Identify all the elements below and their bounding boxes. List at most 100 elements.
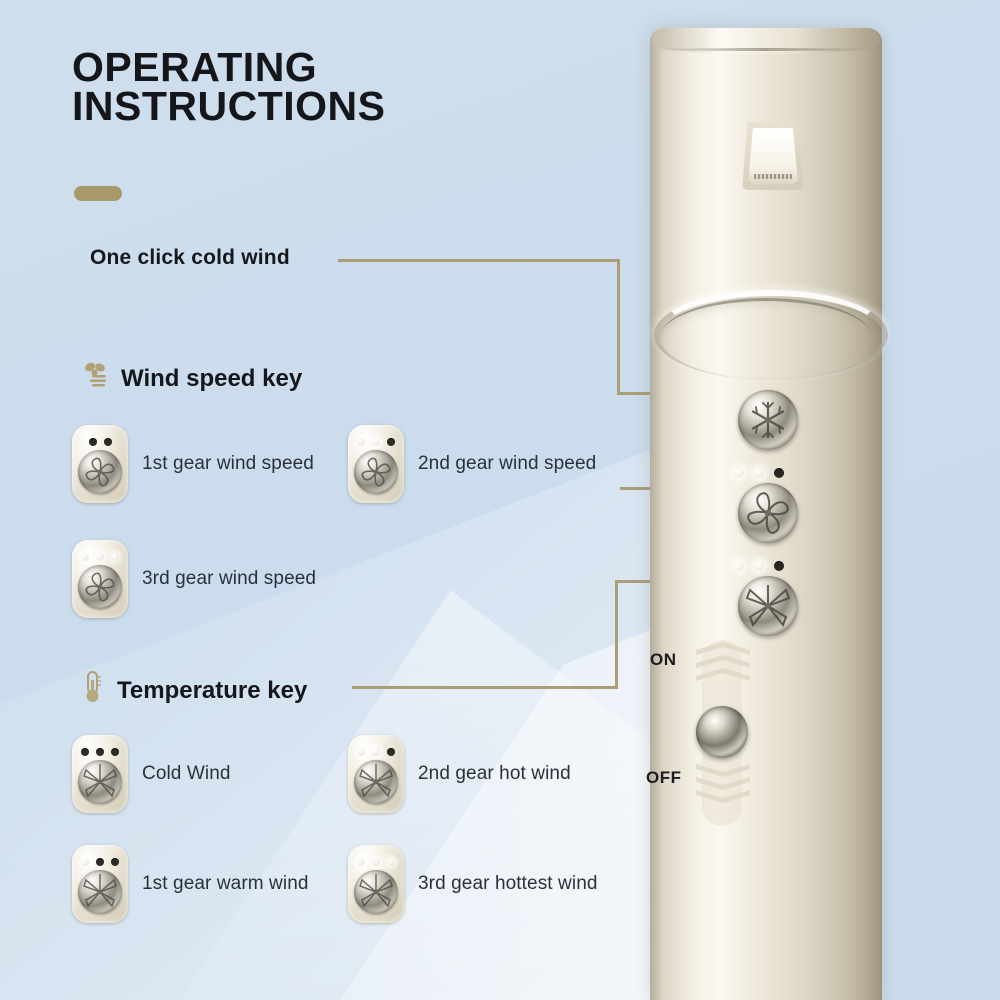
led-dot: [774, 468, 784, 478]
release-latch-grip: [754, 174, 792, 179]
led-dot: [372, 857, 380, 866]
power-on-label: ON: [650, 650, 677, 669]
button-chip: [72, 735, 128, 813]
legend-label: 2nd gear wind speed: [418, 453, 597, 474]
led-dot: [357, 857, 365, 866]
page-title-line-1: OPERATING: [72, 44, 318, 90]
button-chip: [72, 845, 128, 923]
pinwheel-icon: [78, 565, 122, 609]
fan-blade-icon: [78, 760, 122, 804]
connector-cold-vertical: [617, 259, 620, 395]
led-dot: [774, 561, 784, 571]
power-chevrons-up: [696, 642, 750, 681]
wind-speed-led-group: [734, 561, 818, 571]
section-header-wind-speed: Wind speed key: [80, 360, 302, 397]
connector-temp-horizontal-1: [352, 686, 618, 689]
led-dot: [103, 437, 112, 446]
led-dot: [96, 552, 104, 561]
led-dot: [111, 552, 119, 561]
cold-wind-led-group: [734, 468, 818, 478]
pinwheel-icon: [747, 492, 789, 534]
power-chevrons-down: [696, 764, 750, 803]
led-dot: [754, 468, 764, 478]
legend-item-3rd-gear-wind-speed: 3rd gear wind speed: [72, 540, 316, 618]
chevron-up-icon: [696, 655, 750, 668]
led-dot: [357, 747, 365, 756]
title-accent-bar: [74, 186, 122, 201]
chrome-ring-inner: [660, 298, 872, 377]
page-title-line-2: INSTRUCTIONS: [72, 82, 386, 129]
chevron-up-icon: [696, 668, 750, 681]
connector-temp-vertical: [615, 580, 618, 689]
fan-blade-icon: [354, 760, 398, 804]
led-indicator-group: [348, 857, 404, 866]
legend-label: 3rd gear wind speed: [142, 568, 317, 589]
button-chip: [348, 425, 404, 503]
legend-item-3rd-gear-hottest-wind: 3rd gear hottest wind: [348, 845, 598, 923]
led-indicator-group: [72, 437, 128, 446]
led-dot: [357, 437, 365, 446]
led-dot: [372, 747, 380, 756]
power-off-label: OFF: [646, 768, 682, 787]
legend-label: 1st gear warm wind: [142, 873, 309, 894]
legend-label: Cold Wind: [142, 763, 231, 784]
snowflake-icon: [751, 401, 785, 439]
pinwheel-icon: [354, 450, 398, 494]
led-indicator-group: [72, 747, 128, 756]
pinwheel-icon: [78, 450, 122, 494]
led-dot: [88, 437, 97, 446]
temperature-button[interactable]: [738, 576, 798, 636]
fan-blade-icon: [745, 585, 791, 628]
chevron-down-icon: [696, 777, 750, 790]
chevron-down-icon: [696, 764, 750, 777]
led-dot: [734, 468, 744, 478]
legend-item-cold-wind: Cold Wind: [72, 735, 231, 813]
led-dot: [111, 747, 119, 756]
hair-dryer-barrel: ON OFF: [646, 28, 888, 1000]
page-title: OPERATING INSTRUCTIONS: [72, 44, 592, 129]
legend-label: 3rd gear hottest wind: [418, 873, 598, 894]
led-indicator-group: [72, 552, 128, 561]
cold-wind-button[interactable]: [738, 390, 798, 450]
led-dot: [372, 437, 380, 446]
led-dot: [81, 857, 89, 866]
fan-icon: [80, 360, 110, 397]
led-indicator-group: [72, 857, 128, 866]
thermometer-icon: [80, 670, 106, 711]
legend-item-2nd-gear-wind-speed: 2nd gear wind speed: [348, 425, 596, 503]
led-dot: [754, 561, 764, 571]
section-header-temperature: Temperature key: [80, 670, 307, 711]
section-label-wind-speed: Wind speed key: [121, 364, 303, 392]
chevron-up-icon: [696, 642, 750, 655]
chrome-ring: [654, 290, 888, 380]
section-label-temperature: Temperature key: [117, 676, 308, 704]
led-dot: [81, 747, 89, 756]
led-dot: [387, 437, 395, 446]
led-dot: [96, 747, 104, 756]
fan-blade-icon: [78, 870, 122, 914]
led-dot: [111, 857, 119, 866]
led-dot: [734, 561, 744, 571]
callout-one-click-cold-wind: One click cold wind: [90, 246, 290, 269]
legend-label: 2nd gear hot wind: [418, 763, 571, 784]
led-dot: [96, 857, 104, 866]
wind-speed-button[interactable]: [738, 483, 798, 543]
led-indicator-group: [348, 747, 404, 756]
legend-label: 1st gear wind speed: [142, 453, 314, 474]
power-slider-knob[interactable]: [696, 706, 748, 758]
led-indicator-group: [348, 437, 404, 446]
legend-item-1st-gear-warm-wind: 1st gear warm wind: [72, 845, 309, 923]
legend-item-1st-gear-wind-speed: 1st gear wind speed: [72, 425, 314, 503]
button-chip: [72, 540, 128, 618]
button-chip: [72, 425, 128, 503]
button-chip: [348, 845, 404, 923]
legend-item-2nd-gear-hot-wind: 2nd gear hot wind: [348, 735, 571, 813]
device-top-seam: [658, 48, 874, 51]
led-dot: [387, 857, 395, 866]
fan-blade-icon: [354, 870, 398, 914]
connector-cold-horizontal-1: [338, 259, 620, 262]
chevron-down-icon: [696, 790, 750, 803]
button-chip: [348, 735, 404, 813]
led-dot: [81, 552, 89, 561]
